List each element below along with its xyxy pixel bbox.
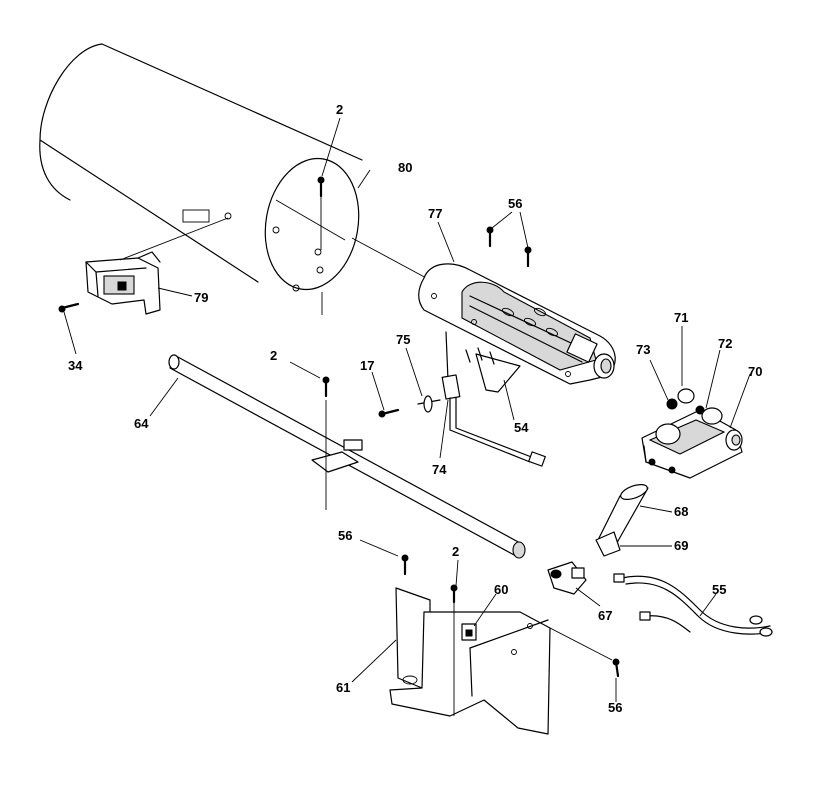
leader-lines: [63, 117, 751, 702]
callout-labels: 2 80 77 56 79 34 2 75 17 64 54 74 71 73 …: [68, 102, 762, 715]
callout-60: 60: [494, 582, 508, 597]
gas-valve: [641, 388, 743, 479]
burner-housing: [418, 263, 616, 385]
igniter-assembly: [417, 331, 546, 467]
screw-56-lower-a: [401, 554, 409, 576]
callout-2-top: 2: [336, 102, 343, 117]
callout-56-lower-right: 56: [608, 700, 622, 715]
callout-77: 77: [428, 206, 442, 221]
callout-80: 80: [398, 160, 412, 175]
mounting-bracket: [389, 587, 551, 735]
callout-56-upper: 56: [508, 196, 522, 211]
callout-55: 55: [712, 582, 726, 597]
thermostat-bracket: [85, 217, 229, 315]
screw-34: [58, 302, 80, 313]
drum: [39, 43, 431, 315]
callout-61: 61: [336, 680, 350, 695]
igniter-bracket: [465, 347, 521, 393]
callout-72: 72: [718, 336, 732, 351]
pipe-nipple: [595, 484, 649, 557]
callout-73: 73: [636, 342, 650, 357]
callout-64: 64: [134, 416, 149, 431]
callout-75: 75: [396, 332, 410, 347]
callout-17: 17: [360, 358, 374, 373]
screw-17: [378, 408, 400, 418]
callout-2-middle: 2: [270, 348, 277, 363]
screw-2-middle: [322, 376, 330, 398]
callout-70: 70: [748, 364, 762, 379]
callout-79: 79: [194, 290, 208, 305]
screw-56-upper-b: [524, 246, 532, 268]
wire-harness: [613, 573, 773, 637]
callout-2-lower: 2: [452, 544, 459, 559]
screw-2-lower: [450, 584, 458, 604]
switch-60: [461, 623, 477, 641]
callout-56-lower-left: 56: [338, 528, 352, 543]
callout-74: 74: [432, 462, 447, 477]
screw-56-lower-b: [549, 627, 620, 678]
callout-68: 68: [674, 504, 688, 519]
callout-67: 67: [598, 608, 612, 623]
screw-2-top: [317, 176, 325, 250]
callout-54: 54: [514, 420, 529, 435]
gas-pipe: [168, 354, 526, 559]
callout-34: 34: [68, 358, 83, 373]
flame-sensor: [547, 561, 587, 595]
screw-56-upper-a: [486, 226, 494, 248]
callout-71: 71: [674, 310, 688, 325]
callout-69: 69: [674, 538, 688, 553]
